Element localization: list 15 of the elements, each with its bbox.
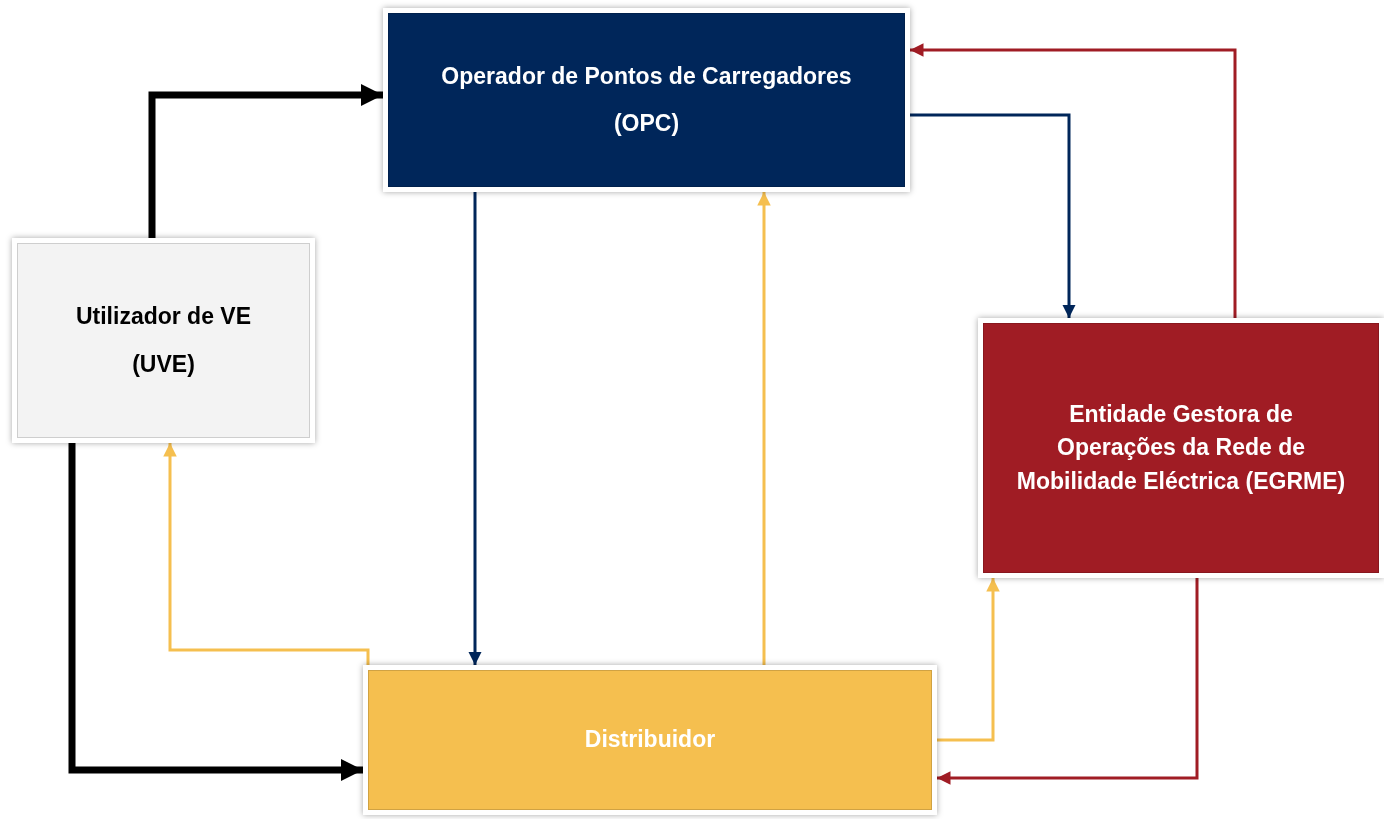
box-label: Entidade Gestora de Operações da Rede de Mobilidade Eléctrica (EGRME)	[1016, 400, 1346, 496]
arrow	[910, 43, 1237, 318]
box-label: Distribuidor	[584, 725, 716, 755]
box-label: (OPC)	[613, 109, 680, 138]
box-label: Operador de Pontos de Carregadores	[441, 61, 852, 91]
box-label: (UVE)	[132, 349, 195, 379]
arrow	[910, 113, 1076, 318]
arrow	[757, 192, 771, 665]
arrow	[148, 83, 383, 238]
arrow	[937, 578, 1000, 742]
arrow	[68, 443, 363, 782]
arrow	[468, 192, 482, 665]
box-label: Utilizador de VE	[75, 302, 252, 332]
arrow	[163, 443, 370, 665]
arrow	[937, 578, 1199, 785]
